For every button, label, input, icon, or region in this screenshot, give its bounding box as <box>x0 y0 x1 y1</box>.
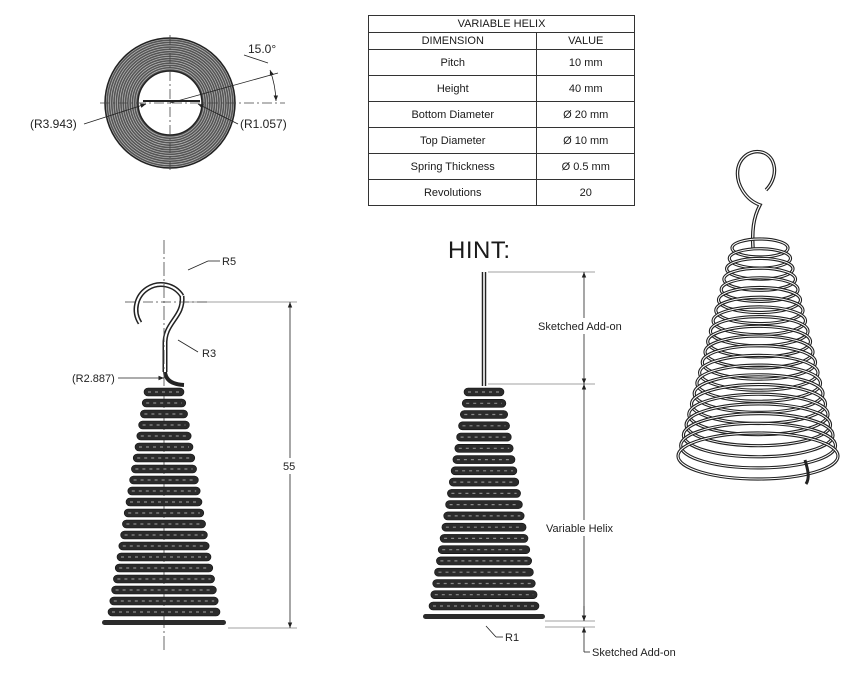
iso-ring-highlight <box>677 432 839 480</box>
hint-coil <box>447 489 521 498</box>
neck-radius-label: (R2.887) <box>72 373 115 385</box>
iso-ring-highlight <box>704 335 814 369</box>
top-view: 15.0° (R3.943) (R1.057) <box>30 35 287 170</box>
iso-hook <box>735 149 777 249</box>
iso-hook-inner <box>736 151 776 249</box>
table-row: Spring Thickness Ø 0.5 mm <box>367 153 635 180</box>
front-coil <box>140 409 188 419</box>
hint-coil <box>432 579 536 588</box>
addon-top-label: Sketched Add-on <box>538 321 622 333</box>
hint-title: HINT: <box>448 237 511 264</box>
table-row: Height 40 mm <box>367 75 635 102</box>
hint-coil <box>452 455 516 464</box>
hint-coil <box>441 522 527 532</box>
height-label: 55 <box>283 461 295 473</box>
table-row: Revolutions 20 <box>367 179 635 206</box>
hint-coil <box>459 410 508 419</box>
table-cell-dimension: Revolutions <box>367 179 538 206</box>
hint-coil <box>437 545 531 555</box>
table-cell-value: 40 mm <box>536 75 635 102</box>
front-coil <box>127 486 201 496</box>
bottom-radius-leader <box>485 625 497 638</box>
iso-end-tail <box>803 459 810 485</box>
iso-ring-highlight <box>720 277 799 302</box>
iso-ring-highlight <box>680 422 836 469</box>
iso-coils <box>676 237 840 481</box>
inner-radius-label: (R1.057) <box>240 117 287 131</box>
hint-coil <box>445 500 523 509</box>
hook-base-bend <box>163 371 185 387</box>
inner-radius-leader <box>197 103 239 125</box>
hint-coil <box>439 534 529 543</box>
hook-radius-leader <box>187 260 209 271</box>
table-cell-dimension: Top Diameter <box>367 127 538 154</box>
angle-label: 15.0° <box>248 42 276 56</box>
table-row: Pitch 10 mm <box>367 49 635 76</box>
iso-ring-highlight <box>699 354 819 391</box>
height-label-bg <box>281 458 297 474</box>
outer-radius-leader <box>83 103 147 125</box>
front-coil <box>120 530 208 540</box>
iso-ring-highlight <box>682 413 834 458</box>
hint-coil <box>434 567 534 577</box>
hint-coil <box>461 398 507 408</box>
addon-bottom-label: Sketched Add-on <box>592 647 676 659</box>
front-view-coils <box>102 387 226 625</box>
front-coil <box>132 453 196 463</box>
angle-leader <box>243 54 269 64</box>
iso-ring-highlight <box>718 287 801 313</box>
bottom-radius-label: R1 <box>505 632 519 644</box>
hint-view-coils <box>423 387 545 619</box>
hook-radius-label: R5 <box>222 256 236 268</box>
front-coil <box>125 497 203 507</box>
table-cell-dimension: Height <box>367 75 538 102</box>
table-cell-value: 20 <box>536 179 635 206</box>
front-coil <box>134 442 194 452</box>
hook-neck <box>162 295 185 372</box>
front-coil <box>111 585 217 595</box>
variable-helix-table: VARIABLE HELIX DIMENSION VALUE Pitch 10 … <box>367 15 635 206</box>
isometric-view <box>676 149 840 485</box>
front-coil <box>141 398 187 408</box>
front-view: R5 R3 (R2.887) 55 <box>72 240 297 650</box>
table-cell-dimension: Spring Thickness <box>367 153 538 180</box>
bend-radius-leader <box>177 339 199 353</box>
iso-ring-highlight <box>723 267 797 291</box>
iso-ring-highlight <box>701 345 817 380</box>
iso-ring-highlight <box>696 364 822 402</box>
table-cell-value: Ø 0.5 mm <box>536 153 635 180</box>
iso-ring-highlight <box>715 296 804 325</box>
angle-extension-line <box>169 72 279 104</box>
bend-radius-label: R3 <box>202 348 216 360</box>
iso-ring-highlight <box>685 403 831 447</box>
table-cell-value: 10 mm <box>536 49 635 76</box>
hint-base-ring <box>423 614 545 619</box>
hook-neck-inner <box>163 295 184 372</box>
front-base-ring <box>102 620 226 625</box>
front-coil <box>118 541 210 551</box>
variable-helix-label: Variable Helix <box>546 523 614 535</box>
hook-inner <box>135 283 183 324</box>
table-row: Top Diameter Ø 10 mm <box>367 127 635 154</box>
variable-helix-label-bg <box>544 520 626 536</box>
outer-radius-label: (R3.943) <box>30 117 77 131</box>
hint-coil <box>454 443 514 453</box>
addon-top-label-bg <box>536 318 632 334</box>
angle-arc <box>269 69 279 102</box>
hint-view: Sketched Add-on Variable Helix Sketched … <box>423 271 676 659</box>
table-cell-value: Ø 10 mm <box>536 127 635 154</box>
front-coil <box>113 574 215 584</box>
